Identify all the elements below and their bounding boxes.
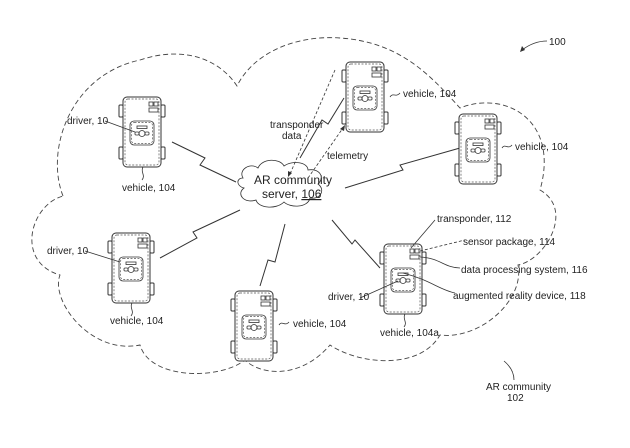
server-label-line1: AR community xyxy=(254,173,332,187)
transponder-data-arrow xyxy=(289,69,336,175)
link-v6-server xyxy=(331,219,381,269)
data-processing-label: data processing system, 116 xyxy=(461,265,588,276)
vehicle-label-v4: vehicle, 104 xyxy=(110,316,164,327)
telemetry-arrowhead xyxy=(340,125,345,131)
community-label: AR community xyxy=(486,382,551,393)
vehicle-v5 xyxy=(230,290,290,362)
vehicle-label-v5: vehicle, 104 xyxy=(293,319,347,330)
driver-label-v6: driver, 10 xyxy=(328,292,370,303)
transponder-data-arrowhead xyxy=(288,171,292,177)
transponder-label: transponder, 112 xyxy=(437,214,512,225)
ar-device-label: augmented reality device, 118 xyxy=(453,291,586,302)
community-number: 102 xyxy=(507,393,524,404)
driver-label-v1: driver, 10 xyxy=(67,116,109,127)
vehicle-v1 xyxy=(104,96,166,181)
transponder-data-label-2: data xyxy=(282,131,302,142)
ar-community-server: AR community server, 106 xyxy=(237,159,332,208)
vehicle-v2 xyxy=(341,61,401,133)
transponder-data-label-1: transponder xyxy=(270,120,324,131)
link-v3-server xyxy=(344,147,461,189)
ar-community-cloud xyxy=(31,37,557,374)
vehicle-label-v2: vehicle, 104 xyxy=(403,89,457,100)
link-v4-server xyxy=(159,209,241,259)
link-v5-server xyxy=(259,223,286,287)
vehicle-v6 xyxy=(359,219,466,328)
vehicle-label-v6: vehicle, 104a xyxy=(380,328,439,339)
vehicle-label-v3: vehicle, 104 xyxy=(515,142,569,153)
sensor-package-label: sensor package, 114 xyxy=(463,237,556,248)
ref-100-arrow xyxy=(521,40,548,51)
ref-100-arrowhead xyxy=(520,46,525,52)
link-v2-server xyxy=(299,97,345,159)
link-v1-server xyxy=(171,141,237,183)
vehicle-v3 xyxy=(454,113,513,185)
community-leader xyxy=(503,360,515,381)
vehicle-v4 xyxy=(84,232,155,317)
ref-100-label: 100 xyxy=(549,37,566,48)
driver-label-v4: driver, 10 xyxy=(47,246,89,257)
vehicle-label-v1: vehicle, 104 xyxy=(122,183,176,194)
telemetry-label: telemetry xyxy=(327,151,368,162)
server-label-line2: server, 106 xyxy=(262,187,322,201)
